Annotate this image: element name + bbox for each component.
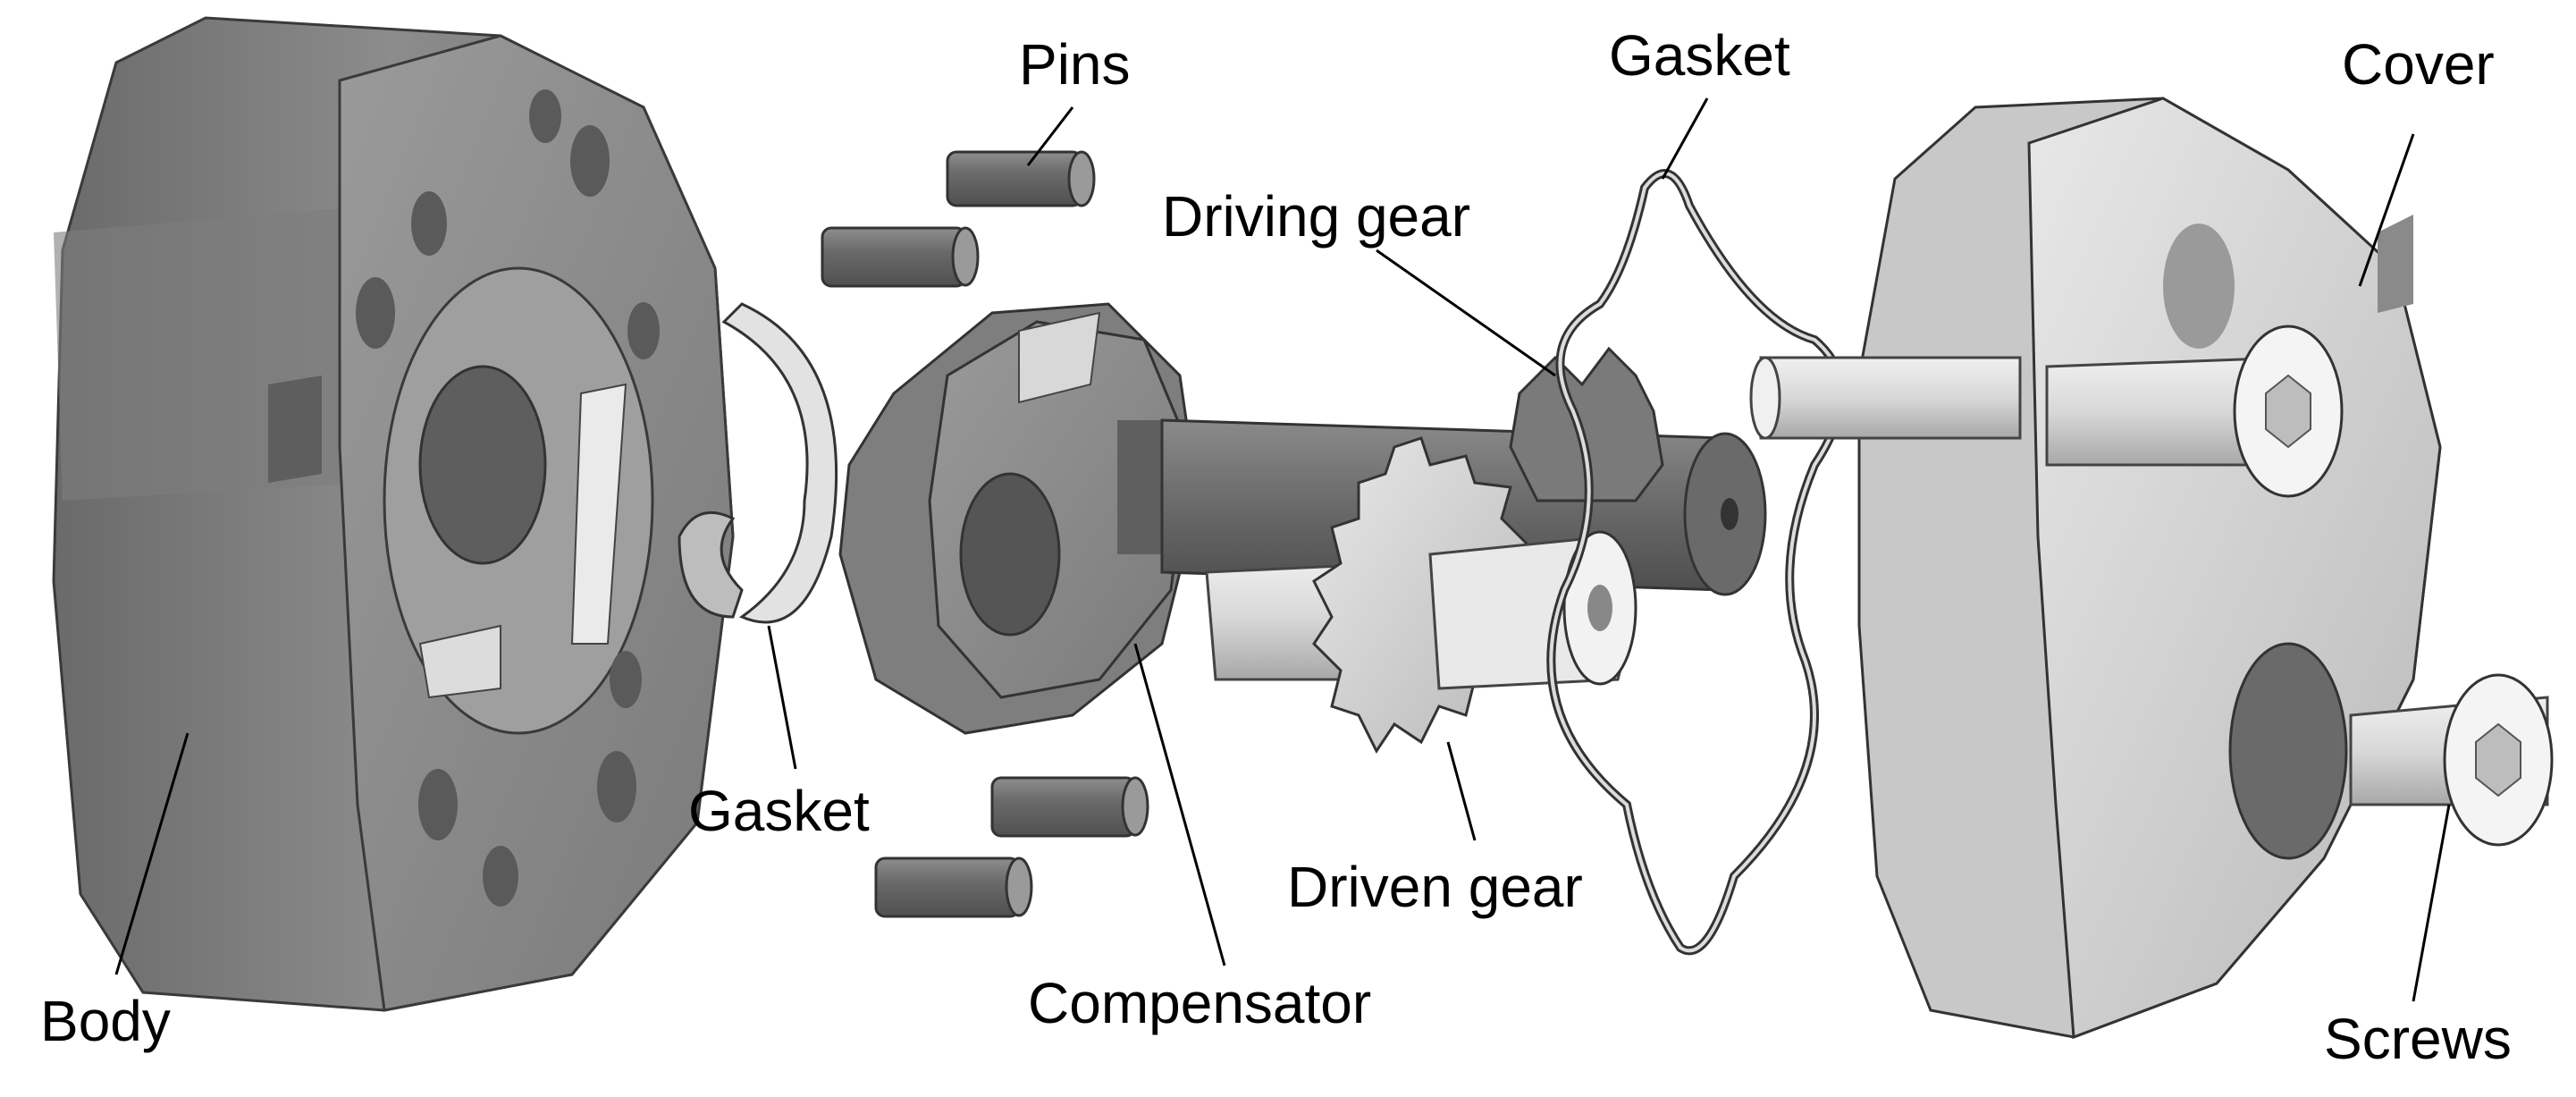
leader-driven-gear xyxy=(1446,741,1477,841)
leader-compensator xyxy=(1133,643,1226,966)
body-part xyxy=(52,16,735,1012)
leader-gasket-left xyxy=(767,625,797,770)
label-compensator: Compensator xyxy=(1028,971,1372,1035)
driven-gear-part xyxy=(1205,436,1637,754)
leader-cover xyxy=(2358,133,2415,287)
compensator-part xyxy=(838,302,1200,735)
leader-driving-gear xyxy=(1376,249,1556,377)
label-screws: Screws xyxy=(2324,1007,2512,1071)
leader-pins xyxy=(1026,106,1074,166)
gasket-left-part xyxy=(678,302,838,624)
gasket-right-part xyxy=(1546,169,1846,956)
cover-part xyxy=(1749,97,2442,1040)
pins-part xyxy=(821,150,1149,918)
leader-gasket-top xyxy=(1661,97,1709,180)
screws-part xyxy=(2045,325,2554,847)
leader-screws xyxy=(2412,804,2451,1002)
label-gasket-top: Gasket xyxy=(1609,23,1790,88)
label-cover: Cover xyxy=(2342,32,2495,97)
leader-body xyxy=(114,732,189,975)
leader-lines xyxy=(114,97,2451,1002)
label-gasket-left: Gasket xyxy=(688,779,870,843)
label-driven-gear: Driven gear xyxy=(1287,855,1583,919)
label-pins: Pins xyxy=(1019,32,1131,97)
label-driving-gear: Driving gear xyxy=(1162,184,1471,249)
label-body: Body xyxy=(40,989,171,1053)
